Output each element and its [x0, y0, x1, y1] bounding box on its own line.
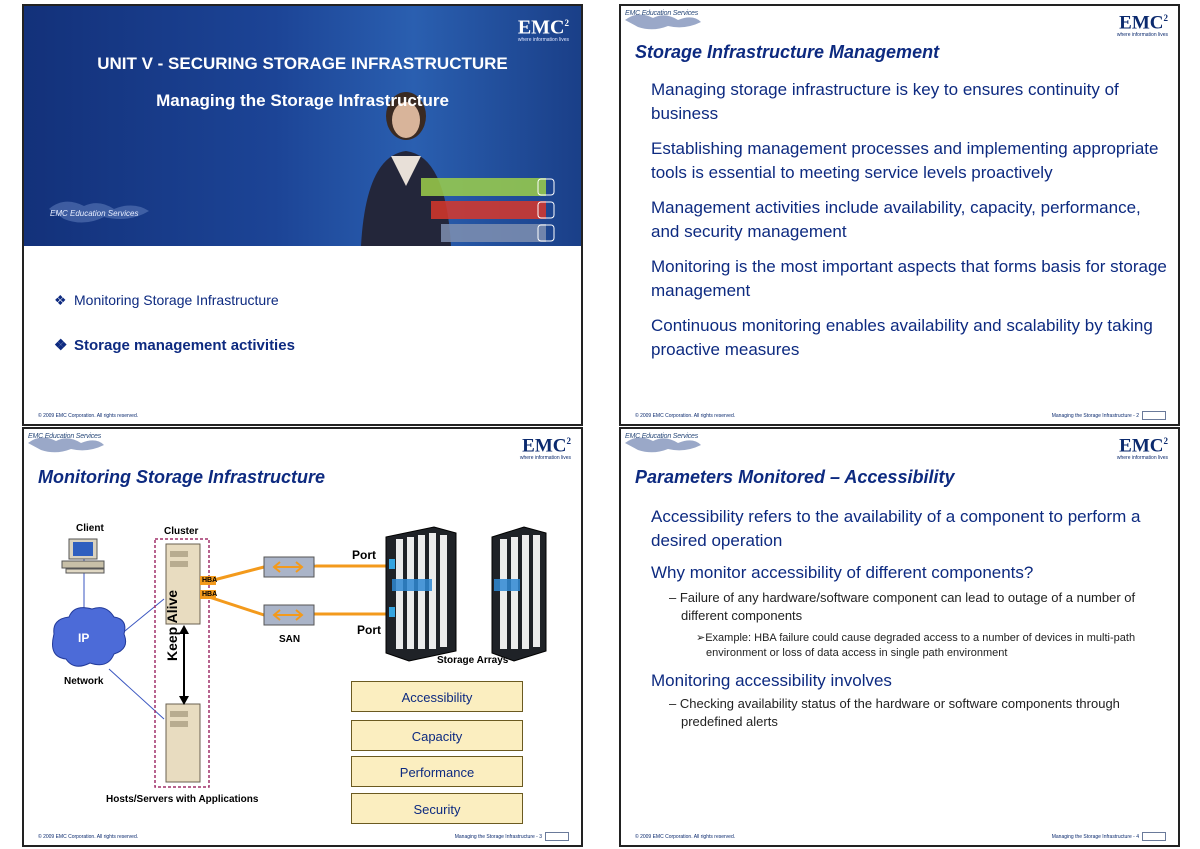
- world-map-icon: [49, 201, 149, 223]
- copyright-footer: © 2009 EMC Corporation. All rights reser…: [635, 834, 736, 840]
- hba-port: [200, 576, 216, 585]
- storage-arrays-label: Storage Arrays: [437, 655, 509, 666]
- server-icon: [165, 543, 201, 625]
- port-label: Port: [352, 548, 376, 562]
- title-banner: [24, 6, 581, 246]
- slide-body: Managing storage infrastructure is key t…: [651, 78, 1168, 373]
- san-switch-icon: [263, 604, 315, 626]
- hosts-label: Hosts/Servers with Applications: [106, 794, 259, 805]
- slide-monitoring-diagram: EMC Education Services EMC2 where inform…: [22, 427, 583, 847]
- body-point: Accessibility refers to the availability…: [651, 507, 1141, 550]
- edu-services-label: EMC Education Services: [28, 433, 102, 440]
- keep-alive-label: Keep Alive: [164, 589, 180, 661]
- server-icon: [165, 703, 201, 783]
- publisher-badge-icon: [1142, 832, 1166, 841]
- fc-link-2: [205, 594, 265, 617]
- bullet-item: ❖Storage management activities: [54, 337, 295, 354]
- body-point: Why monitor accessibility of different c…: [651, 563, 1034, 582]
- cluster-frame: [154, 538, 210, 788]
- world-map-icon: [625, 14, 701, 30]
- sub-point: – Checking availability status of the ha…: [669, 696, 1120, 729]
- slide-storage-management: EMC Education Services EMC2 where inform…: [619, 4, 1180, 426]
- san-label: SAN: [279, 634, 301, 645]
- hba-label: HBA: [202, 577, 218, 584]
- edu-services-label: EMC Education Services: [625, 10, 699, 17]
- emc-logo: EMC2 where information lives: [1116, 12, 1168, 39]
- emc-logo: EMC2 where information lives: [1116, 435, 1168, 462]
- slide-title: Monitoring Storage Infrastructure: [38, 467, 326, 487]
- stack-accessibility: Accessibility: [351, 681, 523, 712]
- slide-body: Accessibility refers to the availability…: [651, 505, 1168, 737]
- diamond-bullet-icon: ❖: [54, 292, 67, 308]
- body-point: Continuous monitoring enables availabili…: [651, 316, 1153, 359]
- hba-label: HBA: [202, 591, 218, 598]
- body-point: Monitoring accessibility involves: [651, 671, 892, 690]
- body-point: Establishing management processes and im…: [651, 139, 1159, 182]
- slide-title: EMC2 where information lives UNIT V - SE…: [22, 4, 583, 426]
- network-cloud-icon: [52, 607, 127, 667]
- storage-array-icon: [385, 526, 457, 662]
- copyright-footer: © 2009 EMC Corporation. All rights reser…: [635, 413, 736, 419]
- page-footer: Managing the Storage Infrastructure - 2: [1052, 411, 1166, 420]
- san-switch-icon: [263, 556, 316, 578]
- sub-sub-point: ➢Example: HBA failure could cause degrad…: [696, 632, 1136, 659]
- diamond-bullet-icon: ❖: [54, 337, 68, 354]
- publisher-badge-icon: [1142, 411, 1166, 420]
- edu-services-label: EMC Education Services: [50, 209, 139, 218]
- sub-point: – Failure of any hardware/software compo…: [669, 590, 1136, 623]
- decorative-bars: [421, 178, 555, 242]
- presenter-photo: [361, 92, 451, 246]
- port-label: Port: [357, 623, 381, 637]
- body-point: Managing storage infrastructure is key t…: [651, 80, 1119, 123]
- slide-subtitle: Managing the Storage Infrastructure: [156, 91, 449, 110]
- infrastructure-diagram: [52, 526, 547, 788]
- network-label: Network: [64, 676, 104, 687]
- slide-accessibility: EMC Education Services EMC2 where inform…: [619, 427, 1180, 847]
- body-point: Management activities include availabili…: [651, 198, 1141, 241]
- emc-logo: EMC2 where information lives: [519, 435, 571, 462]
- copyright-footer: © 2009 EMC Corporation. All rights reser…: [38, 834, 139, 840]
- unit-title: UNIT V - SECURING STORAGE INFRASTRUCTURE: [97, 54, 508, 73]
- client-label: Client: [76, 523, 104, 534]
- edu-services-label: EMC Education Services: [625, 433, 699, 440]
- slide-title: Parameters Monitored – Accessibility: [635, 467, 955, 487]
- storage-array-icon: [491, 526, 547, 662]
- world-map-icon: [625, 437, 701, 453]
- world-map-icon: [28, 437, 104, 453]
- page-footer: Managing the Storage Infrastructure - 4: [1052, 832, 1166, 841]
- emc-logo: EMC2 where information lives: [517, 16, 569, 43]
- ip-label: IP: [78, 631, 90, 645]
- slide-title: Storage Infrastructure Management: [635, 42, 940, 62]
- body-point: Monitoring is the most important aspects…: [651, 257, 1167, 300]
- copyright-footer: © 2009 EMC Corporation. All rights reser…: [38, 413, 139, 419]
- hba-port: [200, 590, 216, 599]
- page-footer: Managing the Storage Infrastructure - 3: [455, 832, 569, 841]
- bullet-item: ❖Monitoring Storage Infrastructure: [54, 292, 279, 308]
- stack-security: Security: [351, 793, 523, 824]
- stack-capacity: Capacity: [351, 720, 523, 751]
- publisher-badge-icon: [545, 832, 569, 841]
- stack-performance: Performance: [351, 756, 523, 787]
- client-computer-icon: [61, 538, 105, 574]
- cluster-label: Cluster: [164, 526, 199, 537]
